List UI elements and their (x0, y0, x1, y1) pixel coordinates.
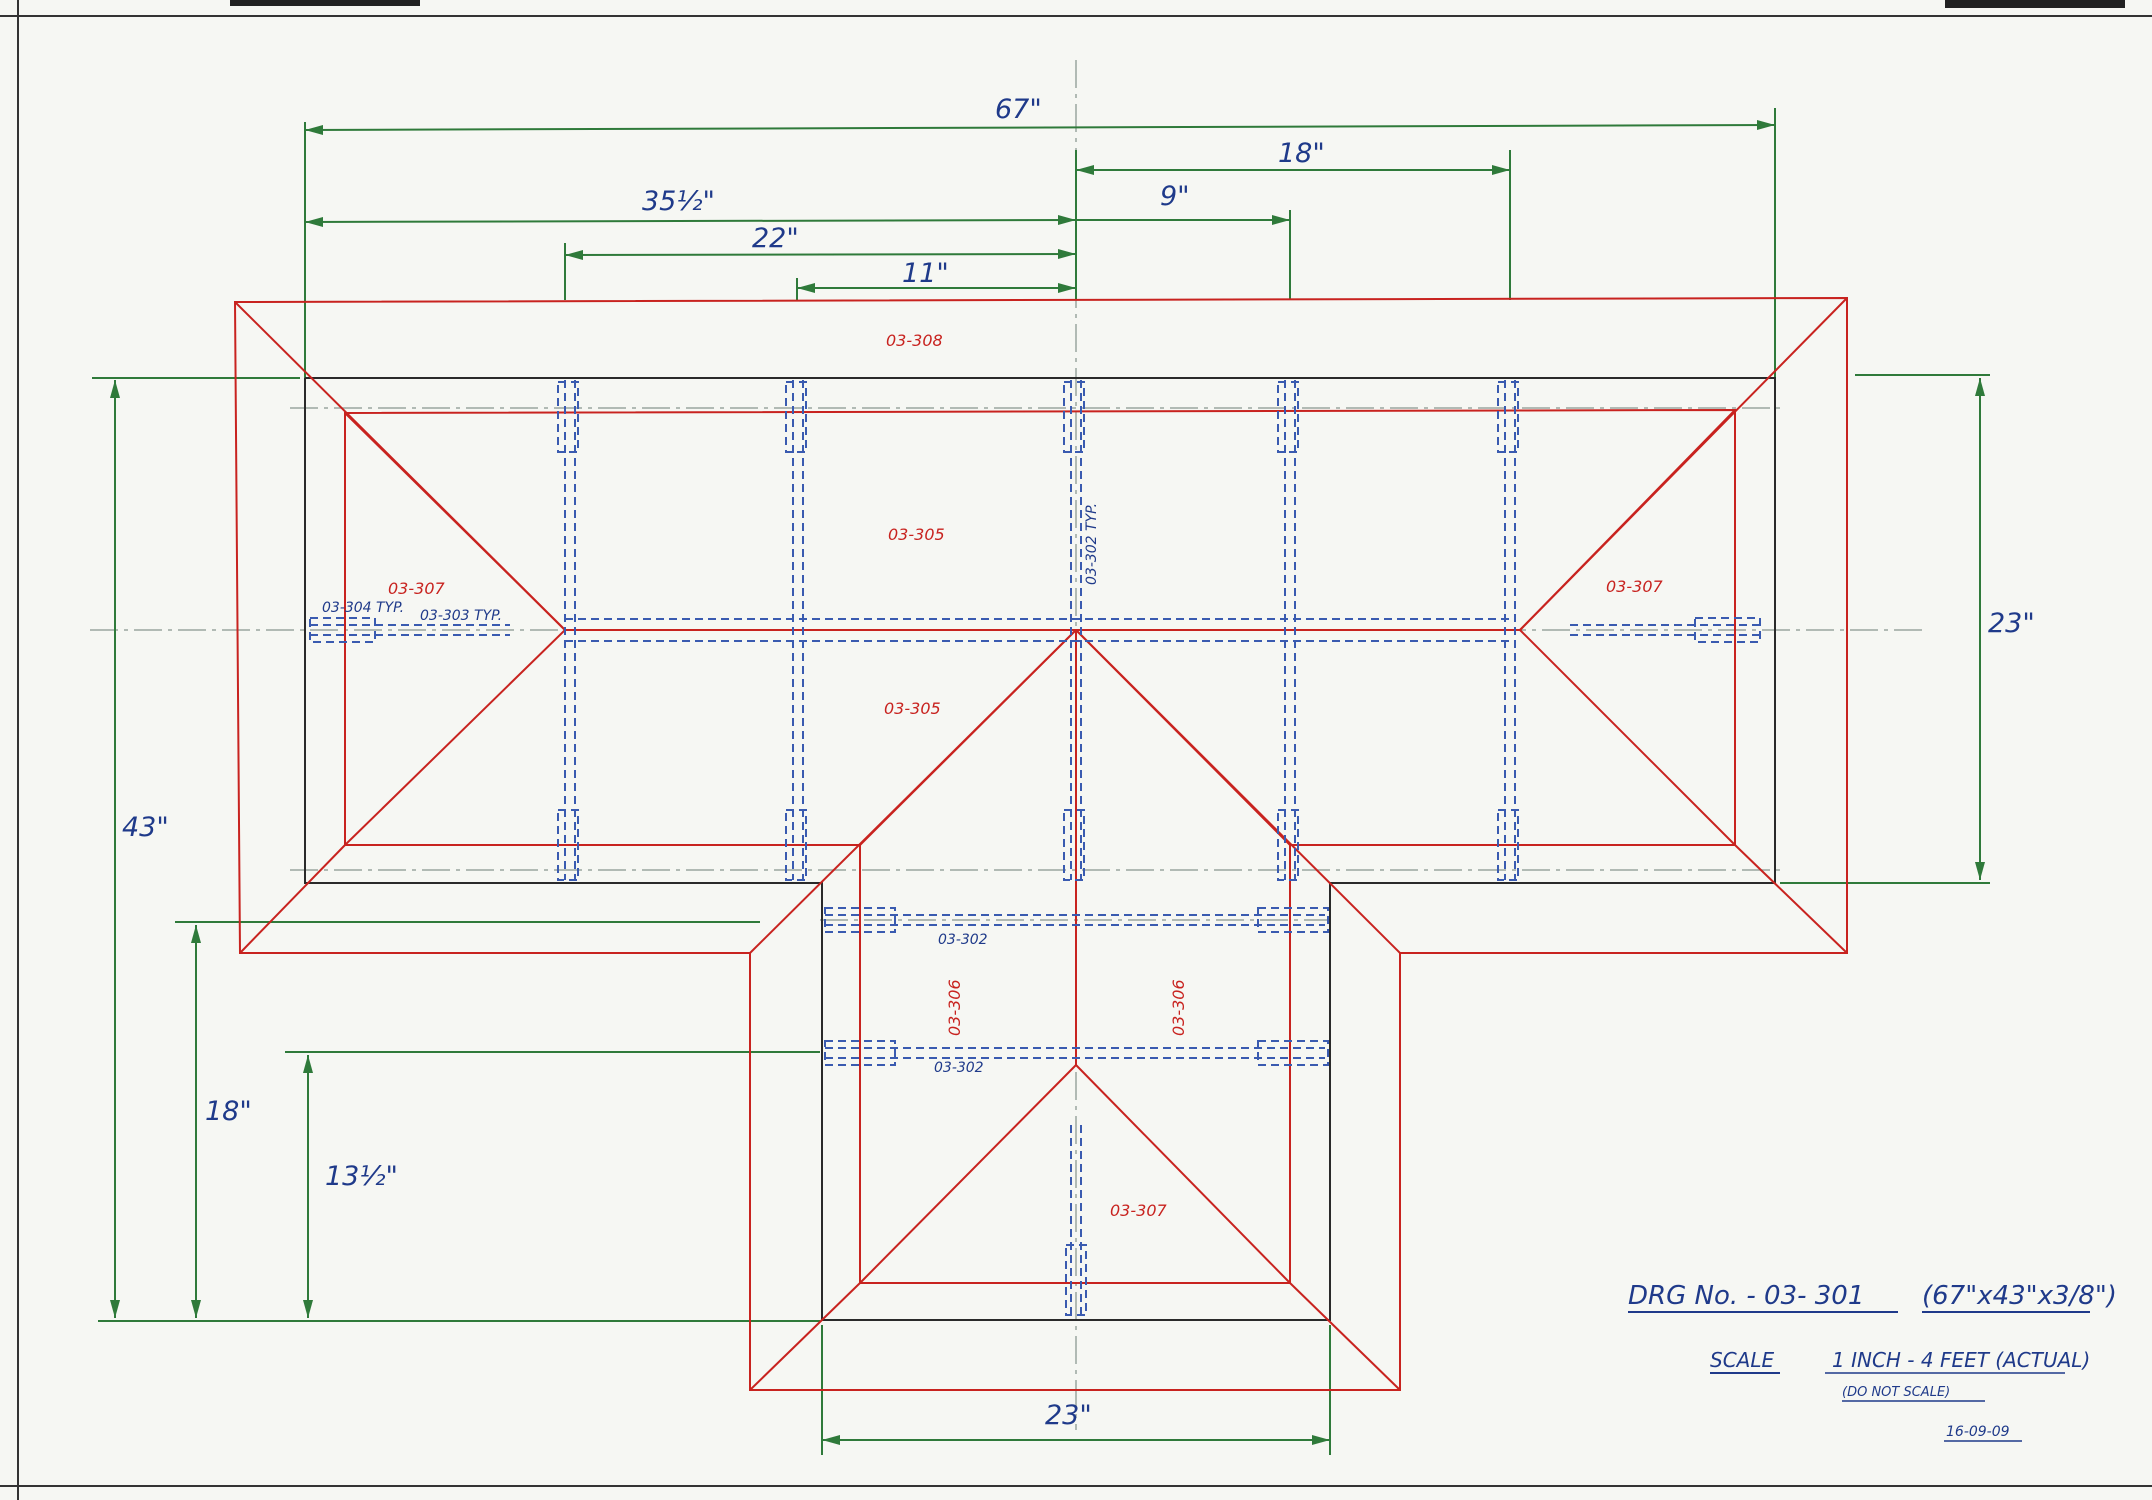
label-hip-left: 03-307 (388, 579, 445, 598)
scale-note: (DO NOT SCALE) (1842, 1385, 1950, 1400)
building-outline (304, 377, 1776, 1321)
drawing-size: (67"x43"x3/8") (1922, 1281, 2117, 1311)
label-ridge-typ: 03-302 TYP. (1084, 503, 1100, 585)
dim-wing-inner-height: 13½" (325, 1161, 398, 1192)
label-hip-right: 03-307 (1606, 577, 1663, 596)
label-wing-beam-lower: 03-302 (934, 1060, 984, 1076)
dim-overall-height: 43" (122, 812, 169, 843)
roof-outline (233, 296, 1848, 1391)
dim-half-width: 35½" (642, 186, 715, 217)
dim-offset-11: 11" (902, 258, 949, 289)
label-strut-typ: 03-303 TYP. (420, 608, 502, 624)
hidden-structure (309, 380, 1765, 1318)
dim-main-depth: 23" (1988, 608, 2035, 639)
label-wing-side-left: 03-306 (945, 979, 964, 1036)
label-hip-wing: 03-307 (1110, 1201, 1167, 1220)
dim-offset-22: 22" (752, 223, 799, 254)
label-panel-upper: 03-305 (888, 525, 945, 544)
label-wing-beam-upper: 03-302 (938, 932, 988, 948)
scale-value: 1 INCH - 4 FEET (ACTUAL) (1832, 1348, 2090, 1372)
label-fascia-top: 03-308 (886, 331, 943, 350)
dimension-lines (92, 108, 1990, 1455)
label-bracket-typ: 03-304 TYP. (322, 600, 404, 616)
scale-label: SCALE (1710, 1348, 1774, 1372)
title-block: DRG No. - 03- 301 (67"x43"x3/8") SCALE 1… (1628, 1281, 2117, 1442)
label-wing-side-right: 03-306 (1169, 979, 1188, 1036)
drawing-number: DRG No. - 03- 301 (1628, 1281, 1864, 1311)
drawing-date: 16-09-09 (1946, 1424, 2010, 1440)
centre-lines (90, 60, 1925, 1430)
dim-wing-height: 18" (205, 1096, 252, 1127)
dim-center-offset: 9" (1160, 181, 1190, 212)
dim-overall-width: 67" (995, 94, 1042, 125)
label-panel-lower: 03-305 (884, 699, 941, 718)
dim-wing-width: 23" (1045, 1400, 1092, 1431)
dim-right-span: 18" (1278, 138, 1325, 169)
